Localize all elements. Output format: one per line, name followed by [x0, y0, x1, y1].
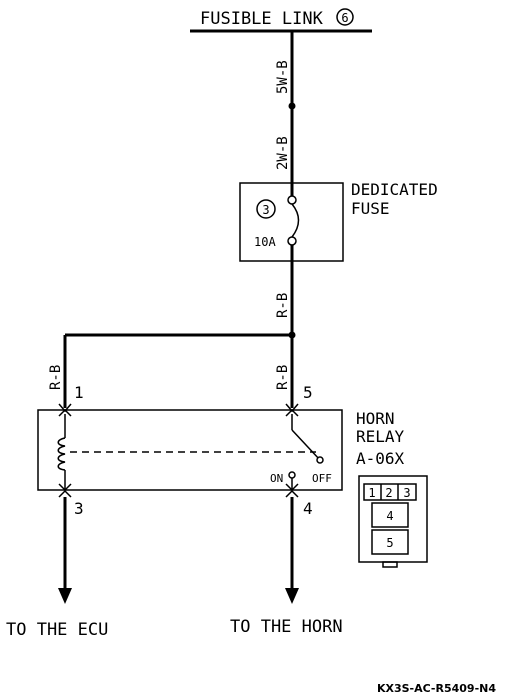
- fuse-terminal-top: [287, 195, 297, 205]
- fusible-link-number-circle: [336, 8, 354, 26]
- fuse-label-line1: DEDICATED: [351, 180, 438, 199]
- fuse-number: 3: [262, 203, 269, 217]
- wire-label-relay-left: R-B: [48, 365, 64, 390]
- switch-on-contact: [288, 471, 296, 479]
- wire-label-fuse-out: R-B: [275, 293, 291, 318]
- wire-label-relay-right: R-B: [275, 365, 291, 390]
- fusible-link-number: 6: [341, 11, 348, 25]
- connector-latch: [382, 561, 398, 568]
- relay-label-line1: HORN: [356, 409, 395, 428]
- fuse-rating: 10A: [254, 235, 276, 249]
- connector-cell-4-box: [371, 502, 409, 528]
- relay-pin-5-label: 5: [303, 383, 313, 402]
- connector-cell-5: 5: [386, 536, 393, 550]
- connector-top-row: [363, 483, 417, 501]
- fusible-link-title: FUSIBLE LINK: [200, 9, 324, 29]
- fuse-element: [291, 203, 300, 238]
- wire-label-5w-b: 5W-B: [275, 60, 291, 94]
- switch-on-label: ON: [270, 472, 283, 485]
- relay-pin-4-label: 4: [303, 499, 313, 518]
- fuse-terminal-bottom: [287, 236, 297, 246]
- diagram-footer-code: KX3S-AC-R5409-N4: [377, 682, 496, 695]
- fuse-label-line2: FUSE: [351, 199, 390, 218]
- arrow-to-horn-icon: [285, 588, 299, 604]
- relay-switch-arm: [291, 429, 321, 461]
- relay-label-line2: RELAY: [356, 427, 405, 446]
- relay-code: A-06X: [356, 449, 405, 468]
- relay-coil: [57, 437, 66, 471]
- splice-dot-upper: [288, 102, 296, 110]
- connector-cell-3: 3: [403, 486, 410, 500]
- wire-label-2w-b: 2W-B: [275, 136, 291, 170]
- connector-cell-2: 2: [385, 486, 392, 500]
- switch-off-label: OFF: [312, 472, 332, 485]
- fuse-number-circle: [256, 199, 276, 219]
- output-label-ecu: TO THE ECU: [6, 620, 108, 640]
- output-label-horn: TO THE HORN: [230, 617, 343, 637]
- relay-pin-3-label: 3: [74, 499, 84, 518]
- relay-pin-1-label: 1: [74, 383, 84, 402]
- switch-off-contact: [316, 456, 324, 464]
- arrow-to-ecu-icon: [58, 588, 72, 604]
- connector-cell-5-box: [371, 529, 409, 555]
- relay-box: [37, 409, 343, 491]
- connector-cell-4: 4: [386, 509, 393, 523]
- connector-cell-1: 1: [368, 486, 375, 500]
